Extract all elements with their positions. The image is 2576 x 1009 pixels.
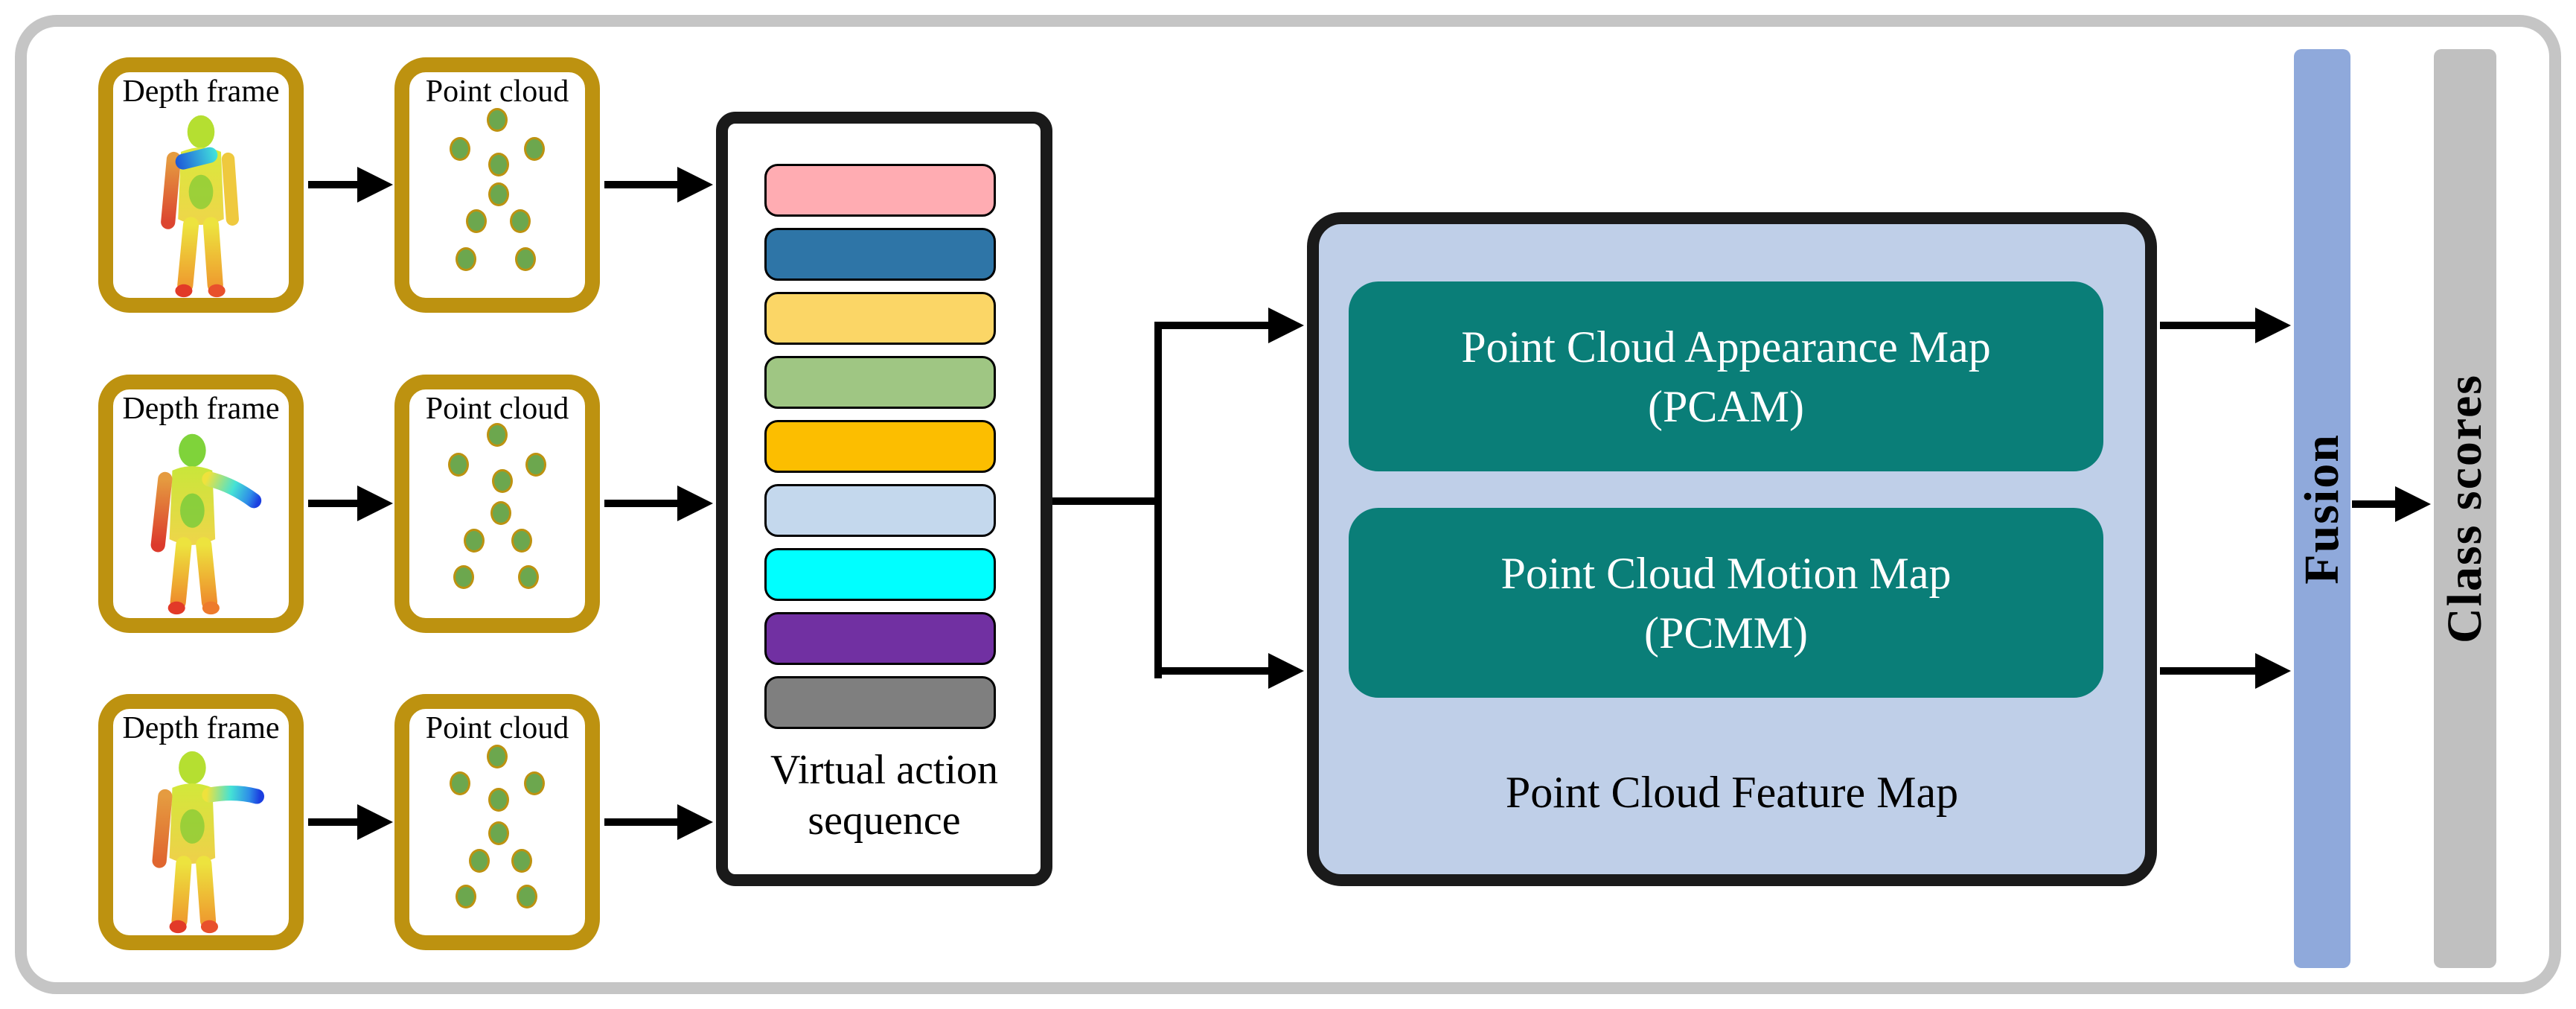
- point-cloud-dot-3-8: [455, 885, 476, 909]
- point-cloud-dot-2-2: [448, 453, 470, 477]
- arrow-pcam-to-fusion: [2160, 308, 2291, 343]
- point-cloud-label-1: Point cloud: [425, 74, 569, 109]
- point-cloud-dot-1-3: [523, 137, 545, 162]
- point-cloud-dot-3-9: [517, 885, 538, 909]
- point-cloud-dot-3-5: [488, 821, 510, 846]
- arrow-depth1-to-cloud1-shaft: [308, 181, 362, 188]
- sequence-color-bar-5: [764, 420, 996, 473]
- fusion-bar: Fusion: [2294, 49, 2350, 968]
- pcam-box: Point Cloud Appearance Map (PCAM): [1349, 281, 2103, 471]
- arrow-pcam-to-fusion-head: [2255, 308, 2291, 343]
- virtual-action-sequence-label: Virtual action sequence: [716, 745, 1052, 846]
- arrow-depth2-to-cloud2: [308, 486, 393, 521]
- virtual-action-sequence-label-line2: sequence: [808, 798, 961, 844]
- depth-person-figure-2: [150, 433, 262, 615]
- arrow-sequence-to-pcmm-shaft: [1158, 667, 1273, 675]
- point-cloud-dot-3-2: [450, 771, 471, 796]
- depth-frame-label-3: Depth frame: [122, 711, 280, 745]
- arrow-cloud2-to-sequence: [604, 486, 713, 521]
- point-cloud-dot-1-4: [488, 153, 510, 177]
- point-cloud-dot-3-3: [523, 771, 545, 796]
- virtual-action-sequence-label-line1: Virtual action: [770, 747, 999, 793]
- sequence-color-bar-3: [764, 292, 996, 345]
- arrow-depth3-to-cloud3-head: [357, 804, 393, 840]
- arrow-depth3-to-cloud3: [308, 804, 393, 840]
- arrow-depth3-to-cloud3-shaft: [308, 818, 362, 826]
- pcmm-abbr: (PCMM): [1643, 608, 1809, 658]
- arrow-cloud1-to-sequence-shaft: [604, 181, 682, 188]
- arrow-depth2-to-cloud2-head: [357, 486, 393, 521]
- point-cloud-box-2: [394, 375, 600, 633]
- sequence-color-bar-6: [764, 484, 996, 537]
- arrow-sequence-to-pcam-shaft: [1158, 322, 1273, 329]
- point-cloud-dot-2-1: [487, 423, 508, 448]
- point-cloud-dot-2-8: [453, 564, 475, 589]
- sequence-color-bar-9: [764, 676, 996, 729]
- arrow-depth1-to-cloud1-head: [357, 167, 393, 203]
- point-cloud-dot-2-3: [525, 453, 546, 477]
- depth-frame-box-1: [98, 57, 304, 313]
- depth-frame-label-2: Depth frame: [122, 392, 280, 426]
- depth-person-figure-1: [161, 115, 239, 298]
- depth-frame-label-1: Depth frame: [122, 74, 280, 109]
- arrow-cloud1-to-sequence: [604, 167, 713, 203]
- arrow-sequence-to-pcam-head: [1268, 308, 1304, 343]
- point-cloud-dot-1-2: [450, 137, 471, 162]
- point-cloud-dot-1-6: [465, 209, 487, 233]
- branch-stub-line: [1052, 497, 1158, 505]
- arrow-pcmm-to-fusion: [2160, 653, 2291, 689]
- arrow-depth2-to-cloud2-shaft: [308, 500, 362, 507]
- figure-border-frame: [15, 15, 2561, 994]
- arrow-pcmm-to-fusion-head: [2255, 653, 2291, 689]
- arrow-pcam-to-fusion-shaft: [2160, 322, 2260, 329]
- point-cloud-dot-2-4: [492, 468, 514, 493]
- arrow-cloud3-to-sequence-shaft: [604, 818, 682, 826]
- arrow-cloud3-to-sequence: [604, 804, 713, 840]
- point-cloud-dot-1-1: [487, 107, 508, 132]
- arrow-sequence-to-pcam: [1158, 308, 1304, 343]
- depth-person-figure-3: [152, 751, 265, 934]
- class-scores-label: Class scores: [2438, 374, 2492, 643]
- point-cloud-dot-1-5: [488, 182, 510, 206]
- arrow-fusion-to-class-scores: [2352, 486, 2431, 522]
- arrow-cloud2-to-sequence-head: [677, 486, 713, 521]
- sequence-color-bar-8: [764, 612, 996, 665]
- arrow-pcmm-to-fusion-shaft: [2160, 667, 2260, 675]
- point-cloud-dot-1-8: [455, 247, 476, 272]
- point-cloud-dot-3-1: [487, 744, 508, 768]
- class-scores-bar: Class scores: [2434, 49, 2496, 968]
- arrow-fusion-to-class-scores-shaft: [2352, 500, 2400, 508]
- arrow-fusion-to-class-scores-head: [2395, 486, 2431, 522]
- arrow-depth1-to-cloud1: [308, 167, 393, 203]
- arrow-sequence-to-pcmm-head: [1268, 653, 1304, 689]
- point-cloud-dot-2-5: [490, 500, 511, 525]
- point-cloud-dot-2-6: [464, 528, 485, 553]
- sequence-color-bar-1: [764, 164, 996, 217]
- point-cloud-dot-3-7: [511, 848, 533, 873]
- pcam-abbr: (PCAM): [1647, 381, 1805, 431]
- pcmm-box: Point Cloud Motion Map (PCMM): [1349, 508, 2103, 698]
- point-cloud-dot-3-6: [469, 848, 490, 873]
- point-cloud-dot-1-7: [509, 209, 531, 233]
- point-cloud-feature-map-caption: Point Cloud Feature Map: [1505, 768, 1959, 817]
- sequence-color-bar-7: [764, 548, 996, 601]
- fusion-label: Fusion: [2295, 433, 2349, 585]
- sequence-color-bar-2: [764, 228, 996, 281]
- arrow-cloud2-to-sequence-shaft: [604, 500, 682, 507]
- point-cloud-label-3: Point cloud: [425, 711, 569, 745]
- branch-vertical-line: [1154, 322, 1162, 678]
- point-cloud-dot-2-9: [518, 564, 540, 589]
- sequence-color-bar-4: [764, 356, 996, 409]
- point-cloud-dot-3-4: [488, 787, 510, 812]
- pcmm-title: Point Cloud Motion Map: [1500, 548, 1952, 598]
- point-cloud-label-2: Point cloud: [425, 392, 569, 426]
- arrow-cloud1-to-sequence-head: [677, 167, 713, 203]
- point-cloud-dot-1-9: [514, 247, 536, 272]
- point-cloud-dot-2-7: [511, 528, 533, 553]
- arrow-cloud3-to-sequence-head: [677, 804, 713, 840]
- pcam-title: Point Cloud Appearance Map: [1461, 322, 1991, 372]
- arrow-sequence-to-pcmm: [1158, 653, 1304, 689]
